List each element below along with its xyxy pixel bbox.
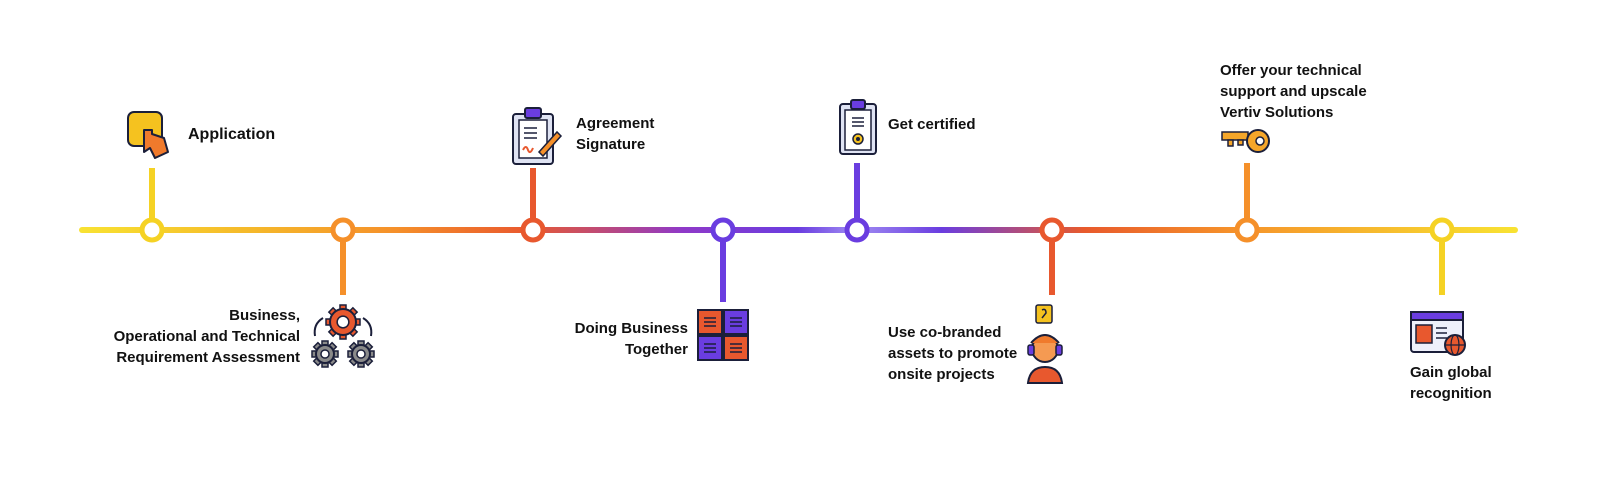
- step-label-global-recognition: Gain global recognition: [1410, 362, 1492, 404]
- timeline-node: [1234, 217, 1260, 243]
- step-label-application: Application: [188, 124, 275, 145]
- timeline-node: [139, 217, 165, 243]
- timeline-node: [844, 217, 870, 243]
- step-label-line: Signature: [576, 136, 646, 153]
- step-label-line: Offer your technical: [1220, 62, 1362, 79]
- timeline-node: [710, 217, 736, 243]
- step-label-line: recognition: [1410, 385, 1492, 402]
- step-label-get-certified: Get certified: [888, 114, 976, 135]
- hand-click-icon: [127, 111, 169, 159]
- step-label-line: Requirement Assessment: [116, 349, 300, 366]
- step-label-line: Together: [624, 341, 688, 358]
- step-label-agreement: Agreement Signature: [576, 113, 654, 155]
- timeline-node: [1429, 217, 1455, 243]
- step-label-assessment: Business, Operational and Technical Requ…: [80, 305, 300, 368]
- step-label-line: Gain global: [1410, 364, 1492, 381]
- step-label-technical-support: Offer your technical support and upscale…: [1220, 60, 1367, 123]
- headset-agent-icon: [1026, 304, 1064, 384]
- step-label-line: Get certified: [888, 116, 976, 133]
- handshake-hands-icon: [697, 309, 749, 361]
- clipboard-signature-icon: [512, 107, 563, 165]
- step-label-line: Use co-branded: [888, 324, 1002, 341]
- step-label-line: Business,: [229, 307, 300, 324]
- step-label-line: Agreement: [576, 115, 655, 132]
- timeline-node: [330, 217, 356, 243]
- certificate-clipboard-icon: [839, 99, 877, 155]
- step-label-line: Application: [188, 126, 276, 143]
- global-web-icon: [1410, 311, 1466, 356]
- key-icon: [1221, 129, 1270, 153]
- step-label-line: Vertiv Solutions: [1220, 104, 1334, 121]
- step-label-line: assets to promote: [888, 345, 1018, 362]
- step-label-doing-business: Doing Business Together: [520, 318, 688, 360]
- step-label-line: Doing Business: [574, 320, 688, 337]
- step-label-co-branded: Use co-branded assets to promote onsite …: [888, 322, 1017, 385]
- step-label-line: onsite projects: [888, 366, 995, 383]
- gears-icon: [311, 304, 375, 368]
- step-label-line: support and upscale: [1220, 83, 1367, 100]
- timeline-node: [520, 217, 546, 243]
- step-label-line: Operational and Technical: [113, 328, 300, 345]
- timeline-node: [1039, 217, 1065, 243]
